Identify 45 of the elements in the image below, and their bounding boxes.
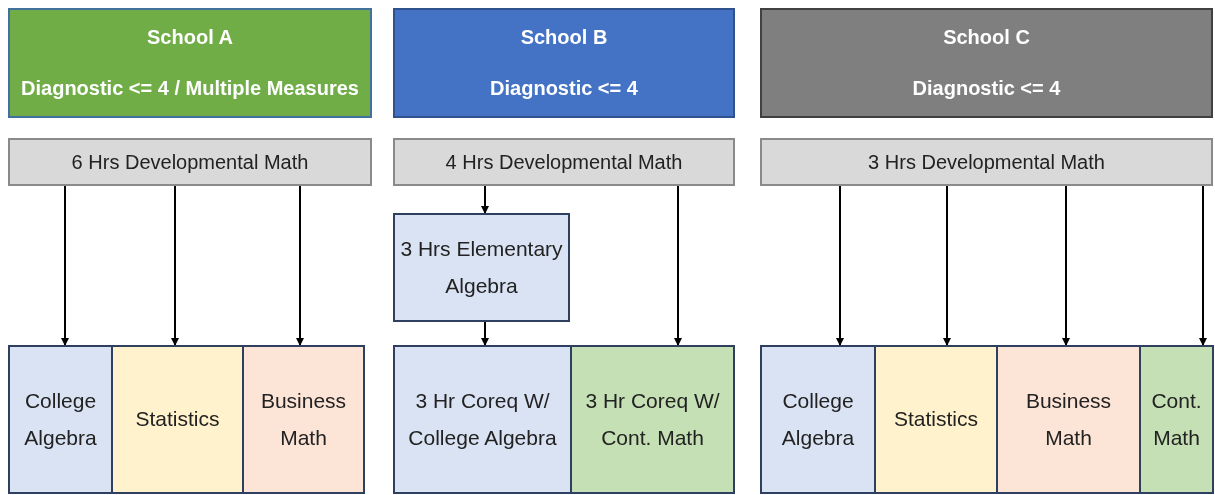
box-text: Statistics	[894, 406, 978, 433]
school-header-box	[393, 8, 735, 118]
course-box	[570, 345, 735, 494]
arrow	[296, 185, 304, 346]
school-header-box	[760, 8, 1213, 118]
box-text: Statistics	[135, 406, 220, 433]
box-text: 4 Hrs Developmental Math	[445, 150, 683, 174]
arrow	[1199, 185, 1207, 346]
course-box	[8, 138, 372, 186]
arrow	[836, 185, 844, 346]
arrow	[171, 185, 179, 346]
arrow	[1062, 185, 1070, 346]
course-box	[393, 345, 572, 494]
course-box	[874, 345, 998, 494]
box-text: 3 Hr Coreq W/ College Algebra	[407, 387, 558, 451]
box-text: Business Math	[259, 387, 348, 451]
arrow	[61, 185, 69, 346]
arrow	[481, 185, 489, 214]
course-box	[393, 138, 735, 186]
box-text: Diagnostic <= 4	[490, 77, 638, 100]
box-text: College Algebra	[780, 387, 856, 451]
course-box	[760, 138, 1213, 186]
box-text: 3 Hr Coreq W/ Cont. Math	[584, 387, 721, 451]
box-text: Business Math	[1024, 387, 1113, 451]
arrow	[943, 185, 951, 346]
box-text: School B	[520, 26, 608, 49]
school-header-box	[8, 8, 372, 118]
box-text: Cont. Math	[1150, 387, 1203, 451]
box-text: 3 Hrs Elementary Algebra	[399, 235, 564, 299]
course-box	[393, 213, 570, 322]
box-text: 3 Hrs Developmental Math	[868, 150, 1105, 174]
box-text: Diagnostic <= 4 / Multiple Measures	[21, 77, 359, 100]
box-text: School C	[943, 26, 1030, 49]
arrow	[674, 185, 682, 346]
course-box	[111, 345, 244, 494]
box-text: 6 Hrs Developmental Math	[71, 150, 309, 174]
box-text: Diagnostic <= 4	[912, 77, 1061, 100]
course-box	[242, 345, 365, 494]
course-box	[1139, 345, 1214, 494]
box-text: College Algebra	[23, 387, 98, 451]
box-text: School A	[147, 26, 233, 49]
arrow	[481, 321, 489, 346]
course-box	[8, 345, 113, 494]
course-box	[996, 345, 1141, 494]
course-box	[760, 345, 876, 494]
